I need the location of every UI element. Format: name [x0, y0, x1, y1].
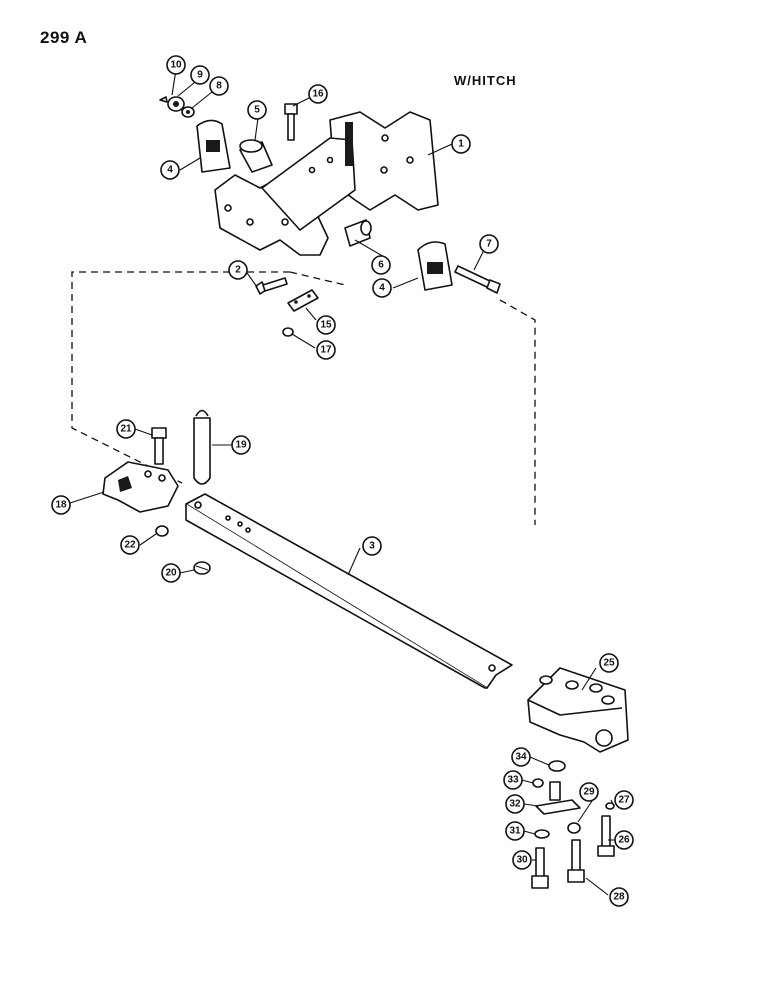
callout: 18 — [51, 495, 71, 515]
callout: 31 — [505, 821, 525, 841]
part-18-clevis — [102, 461, 179, 513]
callout: 5 — [247, 100, 267, 120]
svg-text:3: 3 — [369, 541, 375, 552]
part-30-bolt — [531, 847, 549, 889]
callout: 9 — [190, 65, 210, 85]
part-6-pin — [344, 219, 372, 247]
callout: 22 — [120, 535, 140, 555]
svg-text:21: 21 — [120, 424, 132, 435]
callout: 7 — [479, 234, 499, 254]
svg-text:20: 20 — [165, 568, 177, 579]
part-3-drawbar — [185, 493, 513, 689]
callout: 10 — [166, 55, 186, 75]
part-26-bolt — [597, 815, 615, 857]
callout: 8 — [209, 76, 229, 96]
part-32-pin-plate — [535, 781, 581, 815]
hitch-note: W/HITCH — [454, 73, 517, 88]
svg-text:19: 19 — [235, 440, 247, 451]
part-21-bolt — [151, 427, 167, 465]
part-28-bolt — [567, 839, 585, 883]
callout: 1 — [451, 134, 471, 154]
svg-text:9: 9 — [197, 70, 203, 81]
svg-text:34: 34 — [515, 752, 527, 763]
page-number: 299 A — [40, 28, 88, 47]
svg-text:27: 27 — [618, 795, 630, 806]
part-10-pin — [159, 96, 168, 103]
part-25-support — [527, 667, 629, 753]
callout: 25 — [599, 653, 619, 673]
part-22-nut — [155, 525, 169, 537]
svg-text:7: 7 — [486, 239, 492, 250]
svg-text:28: 28 — [613, 892, 625, 903]
part-29-nut — [567, 822, 581, 834]
assembly-outline — [71, 271, 536, 525]
svg-text:29: 29 — [583, 787, 595, 798]
part-4-plate — [196, 119, 231, 173]
svg-text:2: 2 — [235, 265, 241, 276]
callout: 30 — [512, 850, 532, 870]
svg-text:6: 6 — [378, 260, 384, 271]
svg-text:4: 4 — [379, 283, 385, 294]
svg-text:8: 8 — [216, 81, 222, 92]
part-34-washer — [548, 760, 566, 772]
callout: 6 — [371, 255, 391, 275]
svg-text:25: 25 — [603, 658, 615, 669]
part-5-bushing — [239, 139, 273, 173]
svg-text:15: 15 — [320, 320, 332, 331]
svg-text:33: 33 — [507, 775, 519, 786]
callout: 33 — [503, 770, 523, 790]
part-16-bolt — [284, 103, 298, 141]
part-4-plate-right — [417, 241, 453, 291]
svg-text:18: 18 — [55, 500, 67, 511]
callout: 16 — [308, 84, 328, 104]
part-15-strap — [287, 289, 319, 312]
svg-text:5: 5 — [254, 105, 260, 116]
part-20-retainer — [193, 561, 211, 575]
callout: 26 — [614, 830, 634, 850]
part-9-nut — [167, 96, 185, 112]
svg-text:10: 10 — [170, 60, 182, 71]
callout: 27 — [614, 790, 634, 810]
callout: 21 — [116, 419, 136, 439]
part-31-washer — [534, 829, 550, 839]
part-17-nut — [282, 327, 294, 337]
part-8-washer — [181, 106, 195, 118]
svg-text:30: 30 — [516, 855, 528, 866]
part-33-washer — [532, 778, 544, 788]
svg-text:22: 22 — [124, 540, 136, 551]
callout: 29 — [579, 782, 599, 802]
callout: 4 — [160, 160, 180, 180]
callout: 20 — [161, 563, 181, 583]
svg-text:4: 4 — [167, 165, 173, 176]
callout: 19 — [231, 435, 251, 455]
part-19-pin — [193, 409, 211, 485]
part-2-bolt — [255, 277, 288, 295]
part-1-hitch-bracket — [214, 111, 439, 256]
callout: 34 — [511, 747, 531, 767]
callout: 4 — [372, 278, 392, 298]
svg-text:32: 32 — [509, 799, 521, 810]
callout: 3 — [362, 536, 382, 556]
part-7-bolt — [454, 265, 501, 294]
callout: 2 — [228, 260, 248, 280]
svg-text:17: 17 — [320, 345, 332, 356]
callout: 17 — [316, 340, 336, 360]
svg-text:16: 16 — [312, 89, 324, 100]
callout: 15 — [316, 315, 336, 335]
svg-text:31: 31 — [509, 826, 521, 837]
callout: 32 — [505, 794, 525, 814]
svg-text:26: 26 — [618, 835, 630, 846]
callout: 28 — [609, 887, 629, 907]
svg-text:1: 1 — [458, 139, 464, 150]
